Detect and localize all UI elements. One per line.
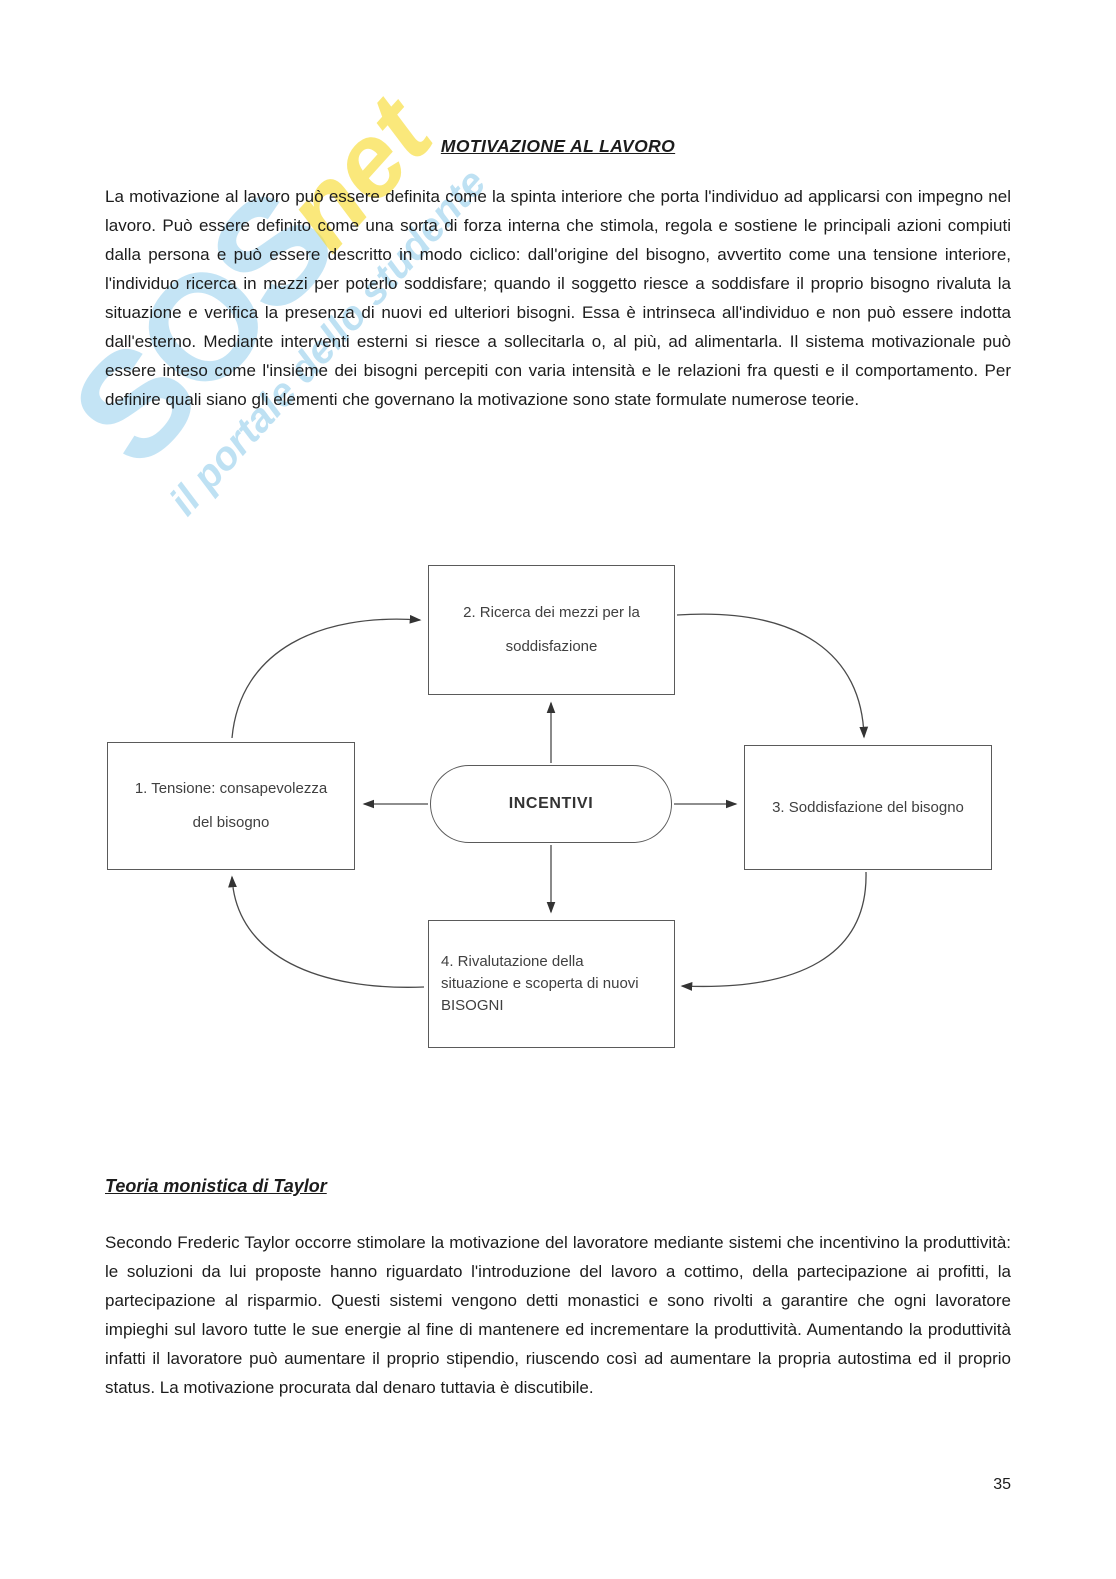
motivation-cycle-diagram: 2. Ricerca dei mezzi per la soddisfazion… <box>0 555 1116 1075</box>
arrow-box3-to-box4 <box>680 871 867 991</box>
arrow-box2-to-box3 <box>676 613 869 739</box>
taylor-paragraph: Secondo Frederic Taylor occorre stimolar… <box>105 1233 1011 1397</box>
diagram-node-soddisfazione: 3. Soddisfazione del bisogno <box>744 745 992 870</box>
page-number: 35 <box>993 1476 1011 1493</box>
page-title: MOTIVAZIONE AL LAVORO <box>440 136 676 156</box>
arrow-box1-to-box2 <box>231 614 422 739</box>
diagram-arrows <box>228 613 869 991</box>
diagram-node-tensione: 1. Tensione: consapevolezza del bisogno <box>107 742 355 870</box>
arrow-box4-to-box1 <box>228 875 425 988</box>
diagram-node-rivalutazione: 4. Rivalutazione della situazione e scop… <box>428 920 675 1048</box>
intro-paragraph: La motivazione al lavoro può essere defi… <box>105 187 1011 409</box>
diagram-node-incentivi: INCENTIVI <box>430 765 672 843</box>
diagram-node-ricerca-mezzi: 2. Ricerca dei mezzi per la soddisfazion… <box>428 565 675 695</box>
section-heading-taylor: Teoria monistica di Taylor <box>105 1176 327 1196</box>
